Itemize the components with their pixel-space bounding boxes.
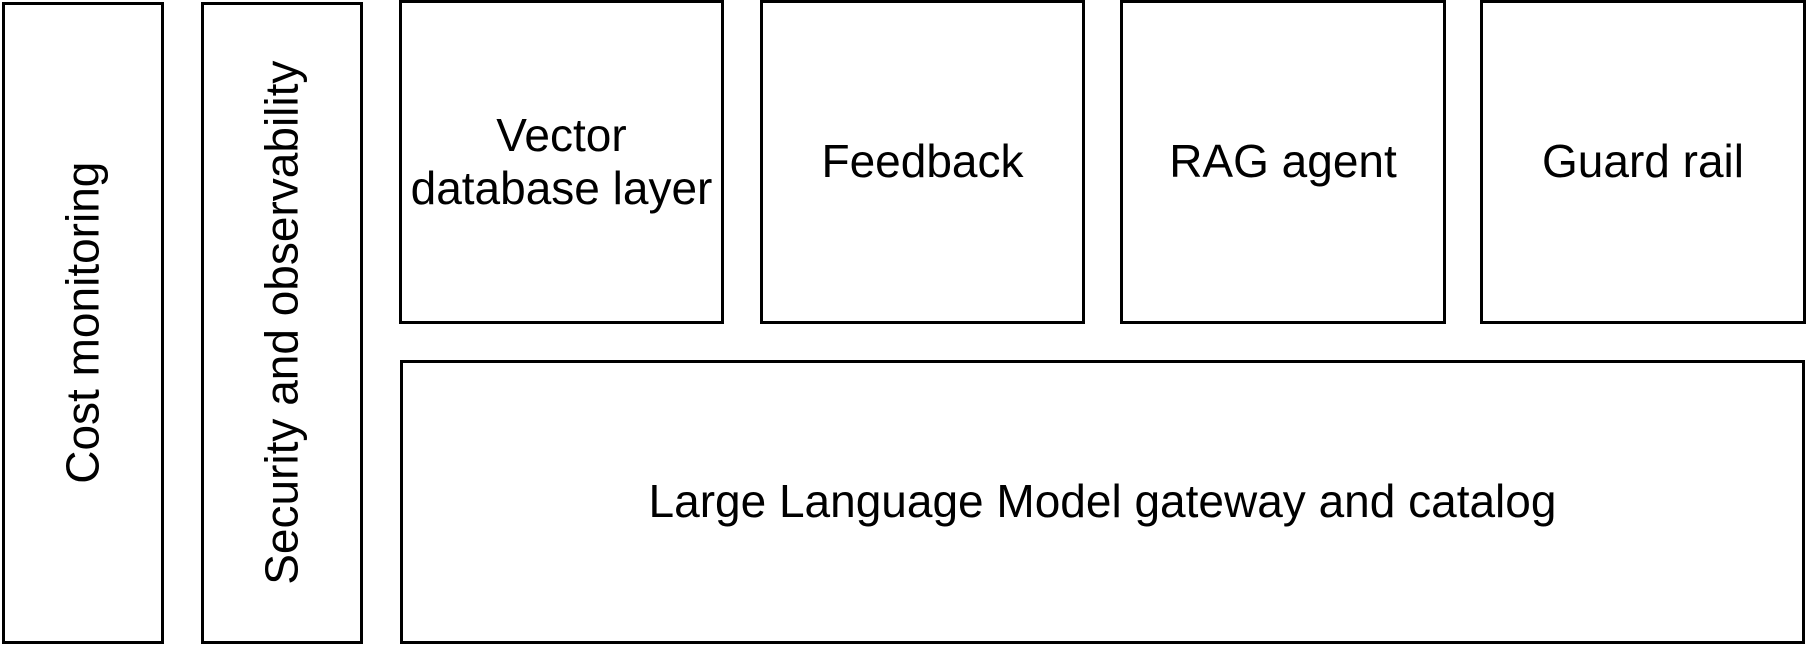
vector-database-box: Vector database layer [399,0,724,324]
feedback-box: Feedback [760,0,1085,324]
security-observability-label: Security and observability [255,60,308,586]
rag-agent-box: RAG agent [1120,0,1446,324]
llm-gateway-box: Large Language Model gateway and catalog [400,360,1805,644]
guard-rail-label: Guard rail [1542,135,1744,188]
cost-monitoring-label: Cost monitoring [56,161,109,485]
cost-monitoring-box: Cost monitoring [2,2,164,644]
vector-database-label-line2: database layer [410,162,713,214]
llm-gateway-label: Large Language Model gateway and catalog [648,475,1557,528]
feedback-label: Feedback [821,135,1024,188]
vector-database-label: Vector database layer [411,109,713,215]
rag-agent-label: RAG agent [1169,135,1397,188]
vector-database-label-line1: Vector [496,109,627,162]
guard-rail-box: Guard rail [1480,0,1806,324]
security-observability-box: Security and observability [201,2,363,644]
